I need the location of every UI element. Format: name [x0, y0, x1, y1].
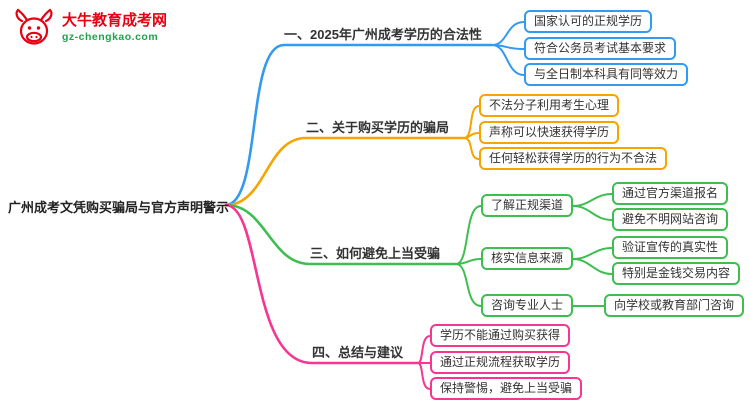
mindmap-node: 与全日制本科具有同等效力 — [524, 63, 689, 86]
mindmap-node: 保持警惕，避免上当受骗 — [430, 377, 583, 400]
site-domain: gz-chengkao.com — [62, 30, 159, 43]
mindmap-node: 通过正规流程获取学历 — [430, 351, 571, 374]
mindmap-node: 避免不明网站咨询 — [612, 208, 729, 231]
mindmap-node: 任何轻松获得学历的行为不合法 — [479, 147, 668, 170]
logo-text: 大牛教育成考网 gz-chengkao.com — [62, 12, 167, 44]
branch-1-label: 一、2025年广州成考学历的合法性 — [284, 27, 482, 42]
root-topic: 广州成考文凭购买骗局与官方声明警示 — [8, 200, 230, 215]
mindmap-node: 通过官方渠道报名 — [612, 182, 729, 205]
mindmap-node: 向学校或教育部门咨询 — [604, 294, 745, 317]
mindmap-node: 不法分子利用考生心理 — [479, 94, 620, 117]
branch-1-connectors — [224, 21, 525, 207]
mindmap-node: 咨询专业人士 — [481, 294, 574, 317]
mindmap-node: 国家认可的正规学历 — [524, 10, 653, 33]
mindmap-node: 声称可以快速获得学历 — [479, 121, 620, 144]
mindmap-node: 特别是金钱交易内容 — [612, 262, 741, 285]
branch-2-connectors — [224, 105, 480, 207]
mindmap-node: 核实信息来源 — [481, 247, 574, 270]
mindmap-node: 符合公务员考试基本要求 — [524, 37, 677, 60]
brand-name: 大牛教育成考网 — [62, 12, 168, 30]
mindmap-node: 验证宣传的真实性 — [612, 236, 729, 259]
mindmap-node: 学历不能通过购买获得 — [430, 324, 571, 347]
bull-logo-icon — [15, 8, 53, 45]
branch-2-label: 二、关于购买学历的骗局 — [306, 120, 450, 135]
branch-4-connectors — [224, 203, 431, 390]
mindmap-node: 了解正规渠道 — [481, 194, 574, 217]
branch-4-label: 四、总结与建议 — [312, 345, 404, 360]
branch-3-label: 三、如何避免上当受骗 — [310, 246, 441, 261]
branch-3-connectors — [224, 193, 613, 307]
site-logo[interactable]: 大牛教育成考网 gz-chengkao.com — [12, 8, 167, 48]
